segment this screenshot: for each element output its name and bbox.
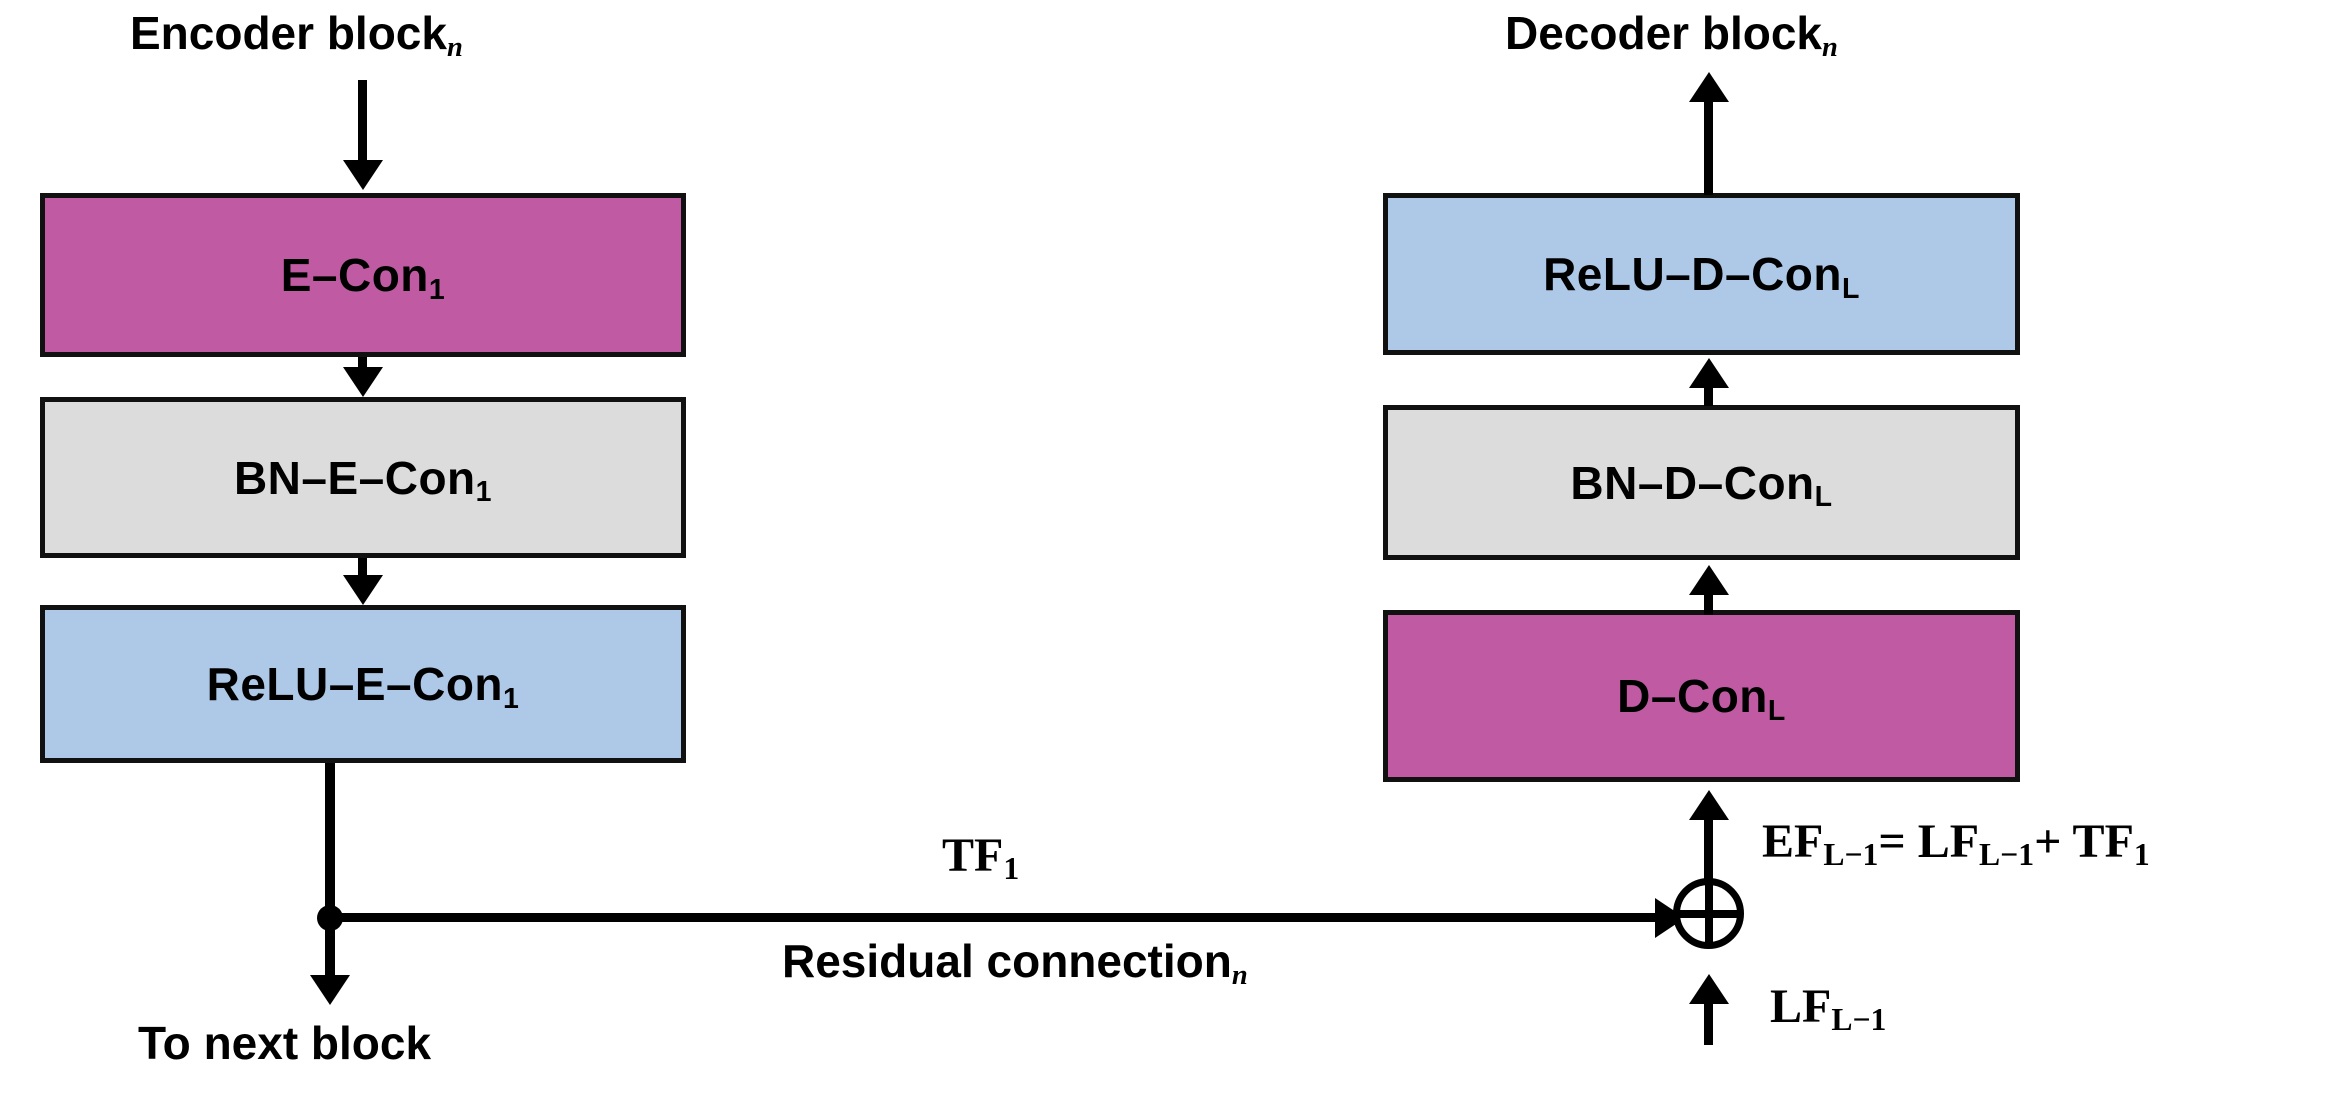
- lf-input-label-text: LF: [1770, 980, 1832, 1033]
- ef-equation-end: + TF: [2034, 815, 2134, 868]
- decoder-block-bn-d-con: BN–D–ConL: [1383, 405, 2020, 560]
- arrow-head-decoder-out: [1689, 72, 1729, 102]
- decoder-block-title: Decoder blockn: [1505, 7, 1838, 62]
- ef-equation-sub1: L−1: [1823, 837, 1879, 873]
- decoder-block-title-subscript: n: [1822, 32, 1838, 64]
- encoder-block-relu-e-con: ReLU–E–Con1: [40, 605, 686, 763]
- decoder-block-bn-d-con-sub: L: [1814, 481, 1833, 514]
- to-next-block-label: To next block: [138, 1017, 432, 1069]
- arrow-line-decoder-2: [1704, 575, 1713, 615]
- sum-node-icon: [1673, 878, 1744, 949]
- encoder-block-e-con-name: E–Con: [280, 249, 429, 301]
- decoder-block-d-con: D–ConL: [1383, 610, 2020, 782]
- residual-connection-label-text: Residual connection: [782, 935, 1232, 987]
- ef-equation-part1: EF: [1762, 815, 1824, 868]
- arrow-head-lf-input: [1689, 974, 1729, 1004]
- encoder-block-relu-e-con-label: ReLU–E–Con1: [206, 658, 520, 713]
- decoder-block-relu-d-con-name: ReLU–D–Con: [1543, 248, 1842, 300]
- decoder-block-d-con-name: D–Con: [1617, 670, 1768, 722]
- arrow-line-decoder-out: [1704, 100, 1713, 195]
- ef-equation-sub2: L−1: [1979, 837, 2035, 873]
- encoder-block-bn-e-con: BN–E–Con1: [40, 397, 686, 558]
- encoder-block-bn-e-con-label: BN–E–Con1: [233, 451, 492, 507]
- encoder-block-e-con: E–Con1: [40, 193, 686, 357]
- encoder-block-relu-e-con-name: ReLU–E–Con: [206, 658, 504, 710]
- decoder-block-bn-d-con-name: BN–D–Con: [1570, 456, 1815, 509]
- decoder-block-d-con-label: D–ConL: [1617, 670, 1786, 725]
- ef-equation-mid: = LF: [1878, 815, 1980, 868]
- residual-connection-line: [330, 913, 1675, 922]
- encoder-block-bn-e-con-sub: 1: [475, 476, 493, 509]
- encoder-block-relu-e-con-sub: 1: [503, 682, 520, 715]
- arrow-head-ef-output: [1689, 790, 1729, 820]
- encoder-block-title-subscript: n: [446, 32, 463, 64]
- arrow-line-encoder-2: [358, 558, 367, 586]
- lf-input-label-subscript: L−1: [1831, 1002, 1887, 1038]
- sum-node-vertical-bar: [1704, 885, 1713, 942]
- lf-input-label: LFL−1: [1770, 980, 1886, 1036]
- arrow-head-encoder-2: [343, 575, 383, 605]
- ef-equation-sub3: 1: [2133, 837, 2150, 873]
- encoder-block-e-con-label: E–Con1: [280, 249, 446, 304]
- arrow-line-to-next-block: [325, 918, 335, 982]
- decoder-block-bn-d-con-label: BN–D–ConL: [1570, 456, 1832, 512]
- residual-connection-label: Residual connectionn: [782, 935, 1248, 990]
- arrow-head-to-next-block: [310, 975, 350, 1005]
- decoder-block-title-text: Decoder block: [1505, 7, 1822, 59]
- arrow-head-encoder-in: [343, 160, 383, 190]
- encoder-block-title-text: Encoder block: [130, 7, 447, 59]
- encoder-output-trunk: [325, 763, 335, 923]
- tf-label-text: TF: [942, 829, 1004, 882]
- ef-equation-label: EFL−1= LFL−1+ TF1: [1762, 815, 2150, 871]
- encoder-block-bn-e-con-name: BN–E–Con: [233, 451, 476, 504]
- decoder-block-relu-d-con: ReLU–D–ConL: [1383, 193, 2020, 355]
- decoder-block-relu-d-con-label: ReLU–D–ConL: [1543, 248, 1860, 303]
- arrow-head-decoder-2: [1689, 565, 1729, 595]
- arrow-line-lf-input: [1704, 1000, 1713, 1045]
- arrow-head-decoder-1: [1689, 358, 1729, 388]
- arrow-head-encoder-1: [343, 367, 383, 397]
- tf-label-subscript: 1: [1003, 851, 1020, 887]
- residual-connection-label-subscript: n: [1231, 960, 1248, 992]
- arrow-line-ef-output: [1704, 818, 1713, 882]
- encoder-block-e-con-sub: 1: [428, 273, 446, 306]
- decoder-block-d-con-sub: L: [1767, 694, 1786, 727]
- arrow-line-encoder-in: [358, 80, 367, 165]
- decoder-block-relu-d-con-sub: L: [1842, 272, 1860, 305]
- encoder-block-title: Encoder blockn: [130, 7, 463, 62]
- tf-label: TF1: [942, 829, 1019, 885]
